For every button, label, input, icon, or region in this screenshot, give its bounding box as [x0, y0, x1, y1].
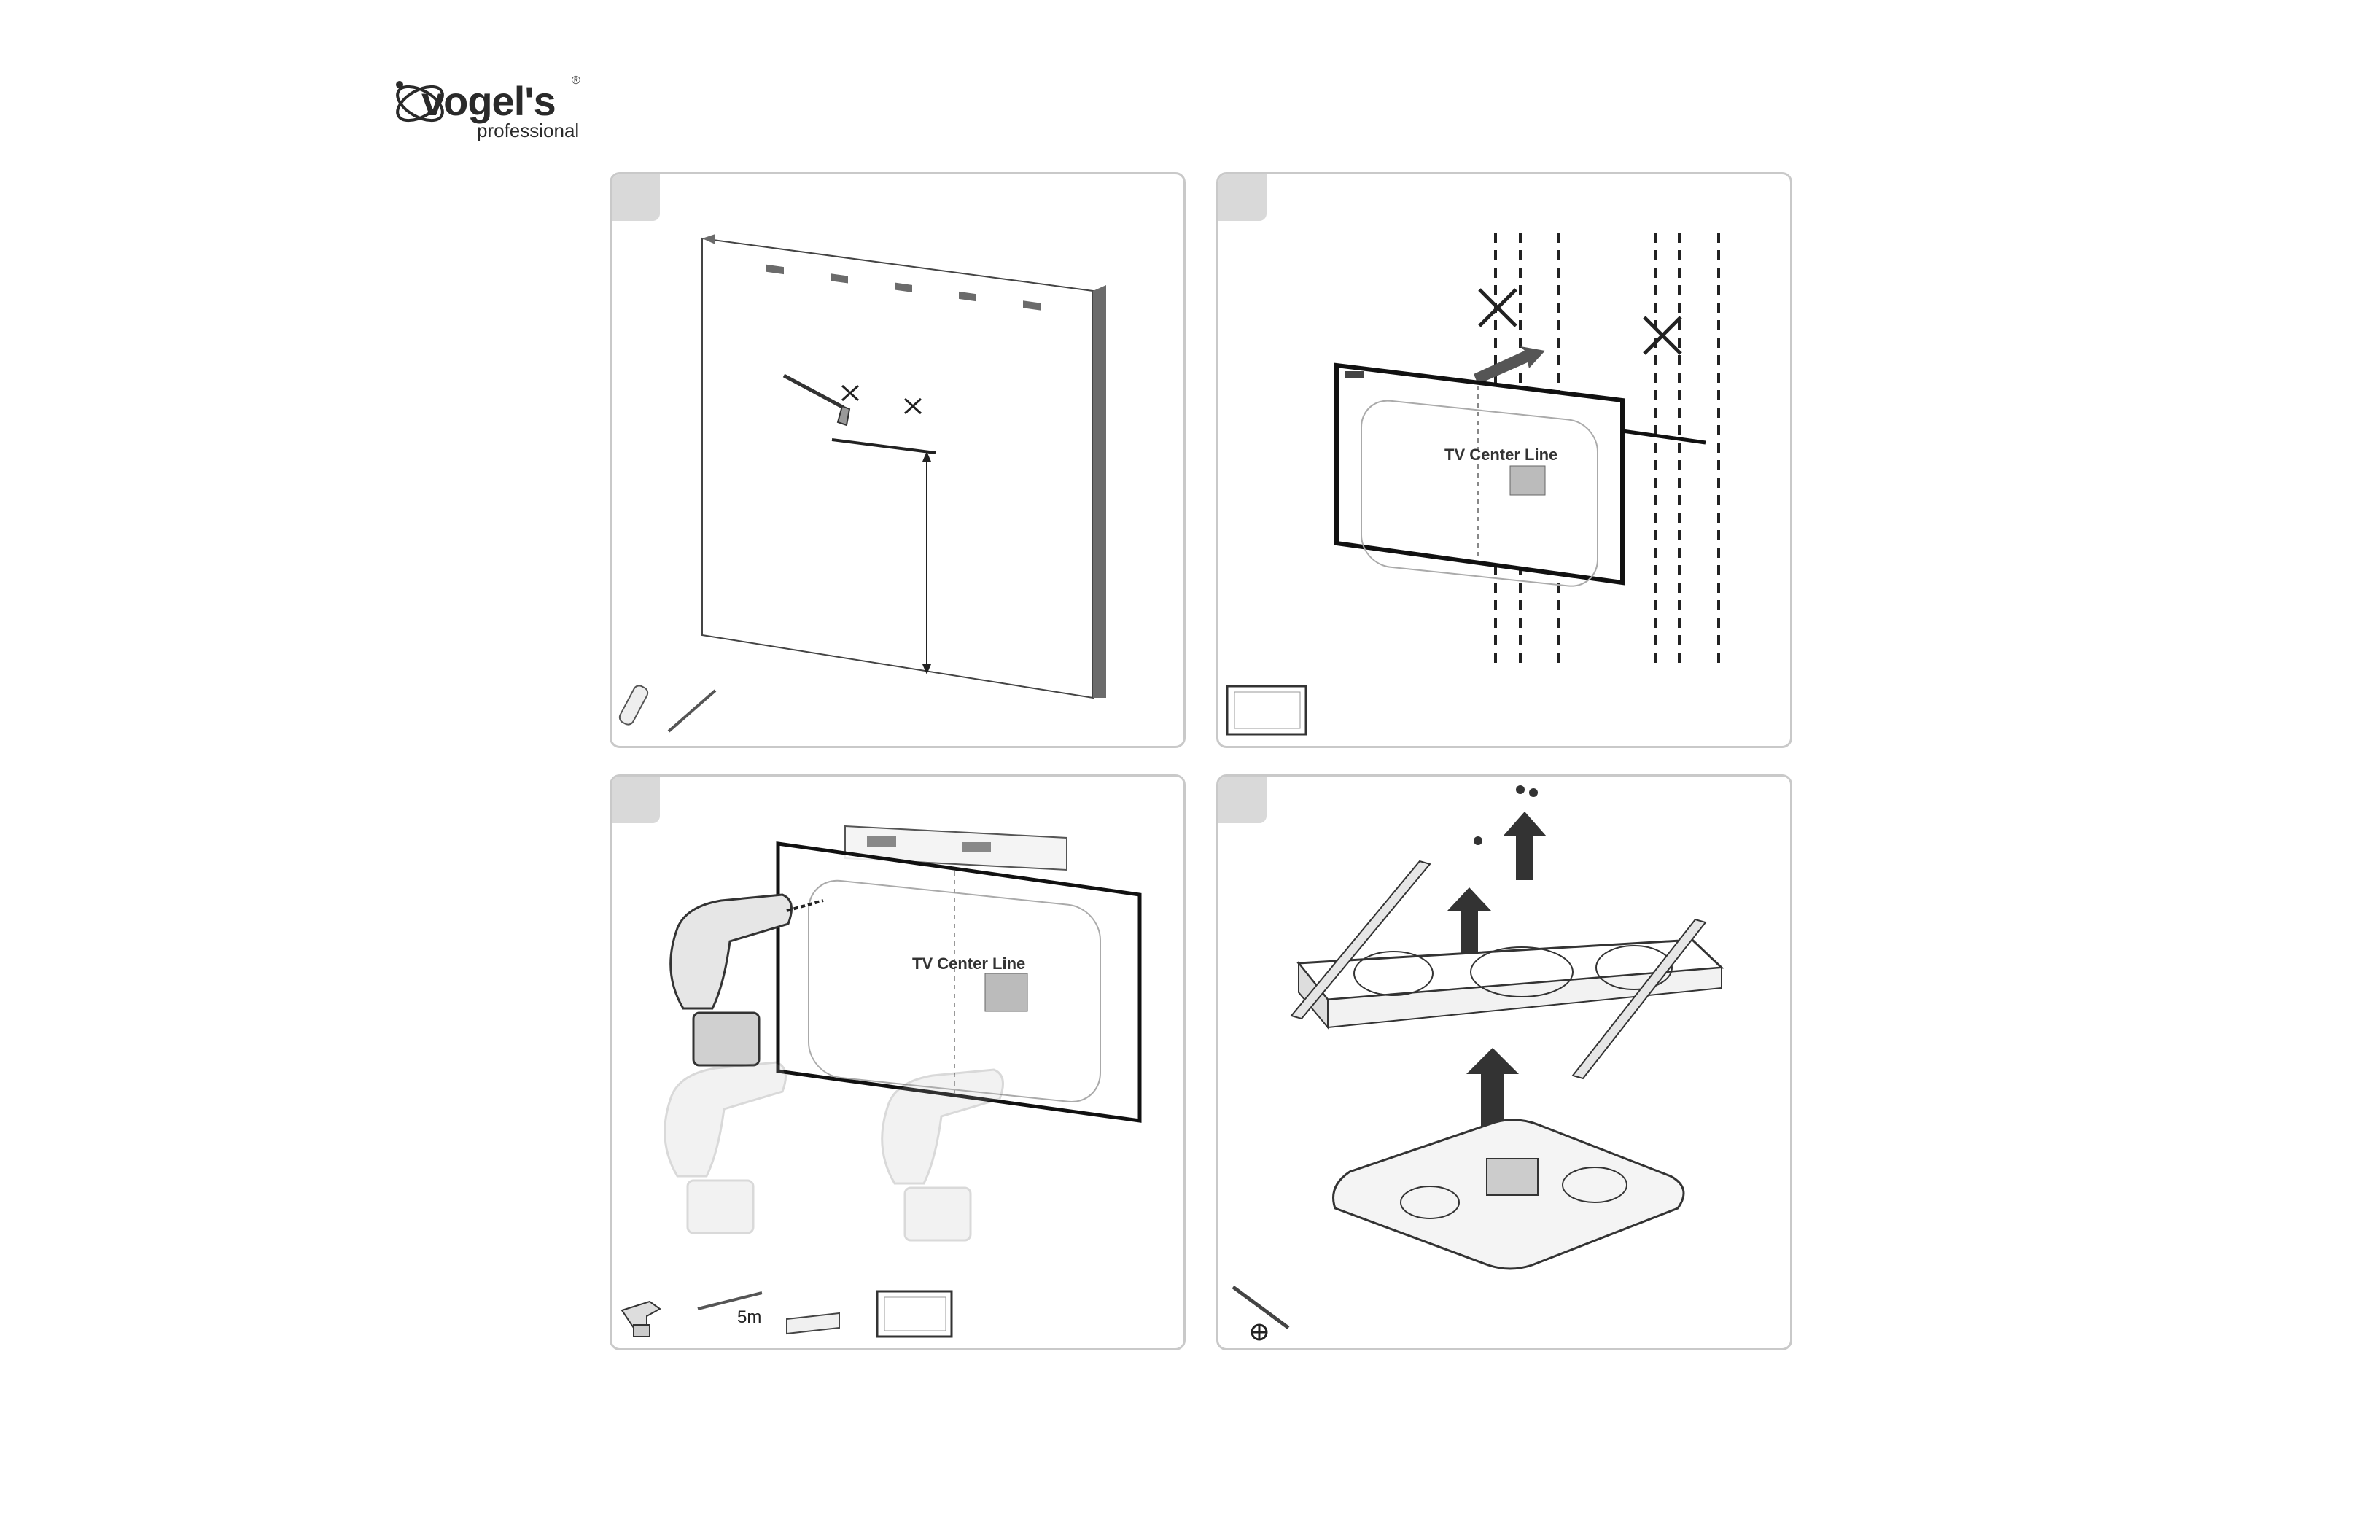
screwdriver-icon: [1233, 1287, 1288, 1328]
wall-plate: [1291, 861, 1722, 1078]
template-thumbnail-icon: [1227, 686, 1306, 734]
logo-wordmark: vogel's: [421, 77, 556, 125]
phillips-head-icon: [1252, 1325, 1267, 1339]
step-3-illustration: TV Center Line: [612, 777, 1186, 1350]
step-1-illustration: [612, 174, 1186, 748]
tape-length-label: 5m: [737, 1307, 761, 1328]
step-4-illustration: [1218, 777, 1792, 1350]
vogels-logo: vogel's ® professional: [389, 67, 586, 147]
tape-measure-icon: [698, 1293, 762, 1309]
spirit-level-icon: [787, 1313, 839, 1334]
step-2-illustration: TV Center Line: [1218, 174, 1792, 748]
logo-subtitle: professional: [477, 120, 579, 142]
step-2-panel: TV Center Line: [1216, 172, 1792, 748]
logo-registered-mark: ®: [572, 74, 580, 88]
drill-bit-icon: [669, 691, 715, 731]
step-1-panel: [610, 172, 1186, 748]
pencil-icon: [618, 684, 650, 727]
step-2-template-title: TV Center Line: [1444, 446, 1558, 464]
tilt-bracket: [1334, 1120, 1684, 1269]
step-3-panel: TV Center Line 5m: [610, 774, 1186, 1350]
template-thumbnail-icon: [877, 1291, 952, 1337]
drill-icon: [622, 1302, 660, 1337]
step-3-template-title: TV Center Line: [912, 954, 1025, 973]
step-2-template: TV Center Line: [1337, 365, 1706, 589]
step-4-panel: [1216, 774, 1792, 1350]
